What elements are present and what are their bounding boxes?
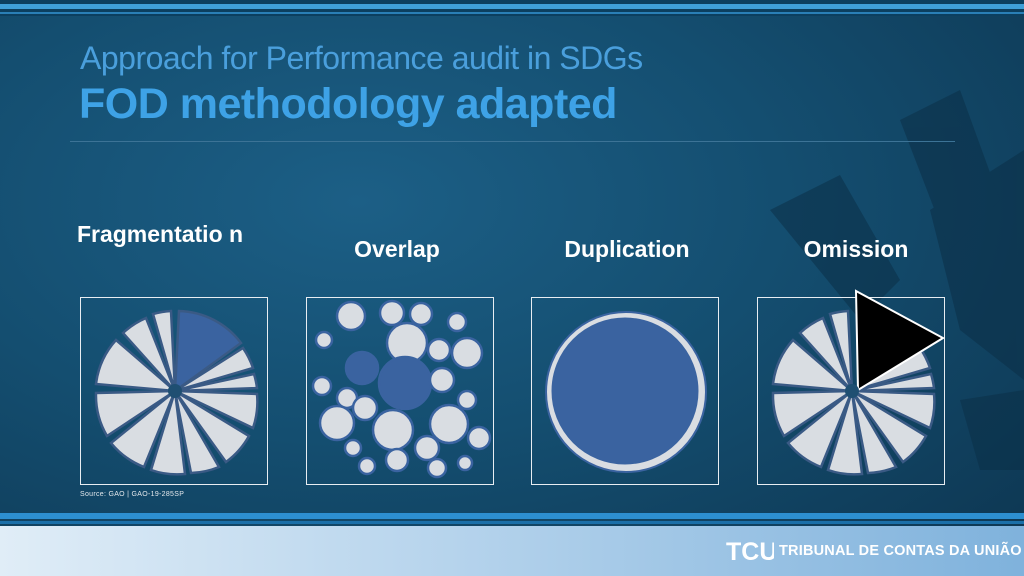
footer-line — [0, 521, 1024, 524]
label-overlap: Overlap — [354, 236, 440, 262]
footer — [0, 526, 1024, 576]
omission-panel — [757, 289, 946, 485]
footer-band — [0, 513, 1024, 519]
label-fragmentation: Fragmentatio n — [76, 221, 244, 247]
double-circle-icon — [545, 311, 707, 473]
svg-text:TCU: TCU — [726, 538, 774, 566]
pie-split-icon — [94, 309, 259, 476]
label-omission: Omission — [803, 236, 909, 262]
fragmentation-panel — [80, 297, 268, 485]
slide-title: FOD methodology adapted — [79, 80, 617, 128]
overlapping-circles-icon — [311, 299, 492, 479]
tcu-logo: TCU — [726, 538, 774, 566]
source-note: Source: GAO | GAO-19-285SP — [80, 491, 185, 498]
slide-subtitle: Approach for Performance audit in SDGs — [80, 40, 643, 76]
organization-name: TRIBUNAL DE CONTAS DA UNIÃO — [779, 543, 1022, 559]
duplication-panel — [531, 297, 719, 485]
pie-gap-icon — [771, 289, 946, 476]
top-band-line — [0, 12, 1024, 14]
title-divider — [70, 141, 955, 142]
top-band-accent — [0, 4, 1024, 9]
label-duplication: Duplication — [564, 236, 690, 262]
overlap-panel — [306, 297, 494, 485]
